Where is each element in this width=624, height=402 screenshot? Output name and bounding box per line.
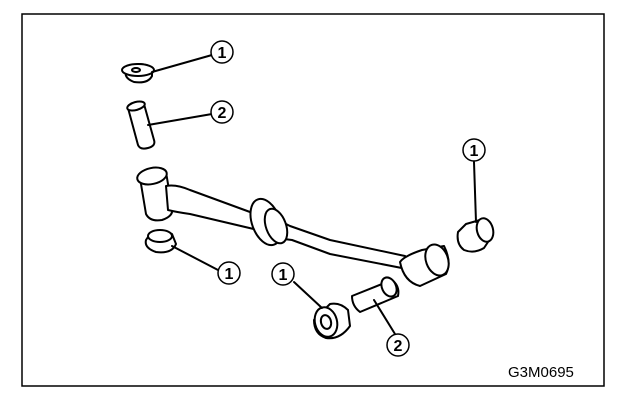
svg-text:1: 1 (225, 266, 234, 283)
stabilizer-bar (136, 166, 450, 287)
svg-text:1: 1 (470, 143, 479, 160)
sleeve-top (126, 100, 156, 150)
bushing-right (456, 217, 495, 253)
callout-1-lower-left: 1 (217, 261, 241, 285)
callout-1-lower-center: 1 (271, 262, 295, 286)
sleeve-lower (351, 276, 400, 313)
bushing-lower-center (313, 302, 351, 340)
bushing-lower-left (144, 229, 177, 254)
svg-text:2: 2 (394, 338, 403, 355)
callout-2-top: 2 (210, 100, 234, 124)
callout-1-top: 1 (210, 40, 234, 64)
callout-2-lower: 2 (386, 333, 410, 357)
bushing-top (121, 63, 155, 84)
svg-text:2: 2 (218, 105, 227, 122)
diagram-frame (21, 13, 605, 387)
figure-code: G3M0695 (508, 364, 574, 381)
svg-text:1: 1 (218, 45, 227, 62)
callout-1-right: 1 (462, 138, 486, 162)
svg-text:1: 1 (279, 267, 288, 284)
